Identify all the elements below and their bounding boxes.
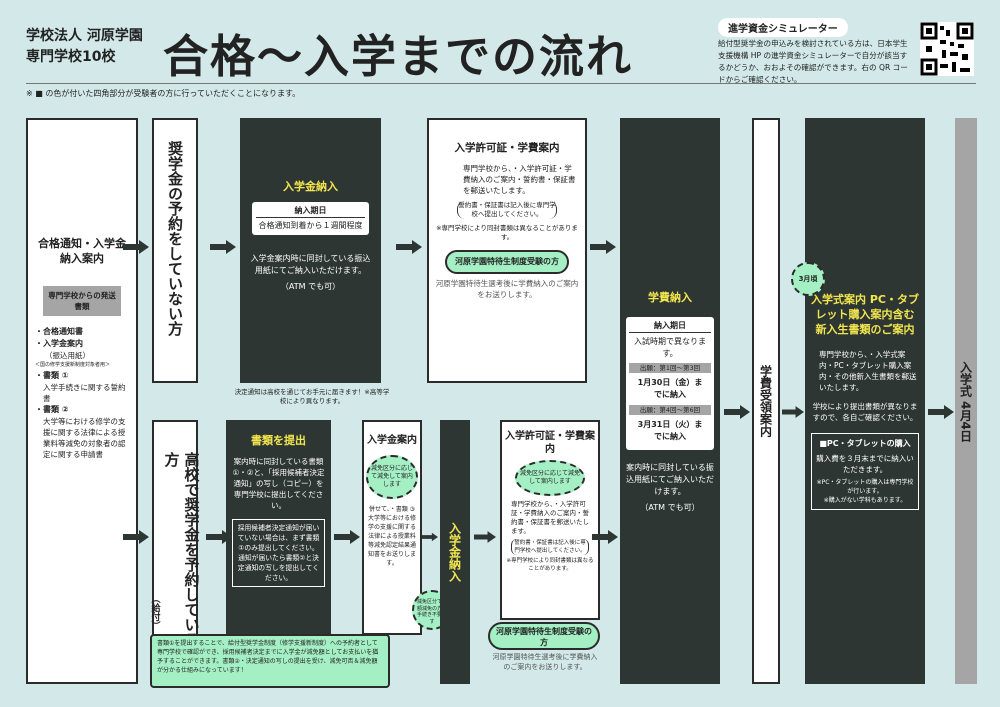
- col7-body: 専門学校から、・入学式案内・PC・タブレット購入案内・その他新入生書類を郵送いた…: [819, 350, 917, 392]
- col2-top-text: 奨学金の予約をしていない方: [166, 140, 184, 336]
- col5-exam1-date: 1月30日（金）までに納入: [637, 378, 703, 399]
- col3-deadline-text: 合格通知到着から１週間程度: [258, 221, 363, 230]
- col7-title: 入学式案内 PC・タブレット購入案内含む新入生書類のご案内: [811, 293, 919, 336]
- col6-box: 学費受領案内: [752, 118, 780, 684]
- simulator-text: 給付型奨学金の申込みを検討されている方は、日本学生支援機構 HP の進学資金シミ…: [718, 39, 908, 84]
- col3-top-atm: （ATM でも可）: [280, 282, 341, 291]
- col6-vertical: 学費受領案内: [758, 365, 773, 437]
- col4-bottom-a-body: 併せて、・書類 ③ 大学等における修学の支援に関する法律による授業料等減免認定結…: [367, 506, 416, 567]
- col7-pc-box: ■PC・タブレットの購入 購入費を３月末までに納入いただきます。 ※PC・タブレ…: [811, 433, 919, 510]
- arrow-right-icon: [206, 530, 232, 544]
- header-divider: [26, 83, 976, 84]
- col5-atm: （ATM でも可）: [640, 503, 700, 512]
- col7-badge: 3月頃: [791, 262, 825, 296]
- col1-item-0: ・合格通知書: [35, 327, 83, 336]
- col4-bottom-c-body: 専門学校から、・入学許可証・学費納入のご案内・誓約書・保証書を郵送いたします。: [511, 500, 589, 535]
- col3-bottom-box: 書類を提出 案内時に同封している書類 ①・②と、「採用候補者決定通知」の写し（コ…: [226, 420, 331, 635]
- arrow-right-icon: [928, 405, 954, 419]
- col1-title: 合格通知・入学金納入案内: [38, 237, 126, 265]
- arrow-right-icon: [210, 240, 236, 254]
- arrow-right-icon: [123, 240, 149, 254]
- col7-pc-title: ■PC・タブレットの購入: [819, 439, 911, 448]
- col4-bottom-green-title: 河原学園特待生制度受験の方: [488, 622, 600, 650]
- col1-item-1: ・入学金案内: [35, 339, 83, 348]
- col4-bottom-b-box: 入学金納入: [440, 420, 470, 684]
- col4-top-green-title: 河原学園特待生制度受験の方: [455, 257, 559, 266]
- page-title: 合格〜入学までの流れ: [163, 30, 634, 83]
- col8-box: 入学式 4月4日: [955, 118, 977, 684]
- col7-note: 学校により提出書類が異なりますので、各自ご確認ください。: [812, 402, 918, 422]
- col4-bottom-b-vertical: 入学金納入: [447, 522, 462, 582]
- col5-deadline-text: 入試時期で異なります。: [634, 337, 706, 358]
- col4-bottom-a-box: 入学金案内 減免区分に応じて減免して案内します 併せて、・書類 ③ 大学等におけ…: [362, 420, 422, 635]
- org-line-1: 学校法人 河原学園: [26, 28, 143, 44]
- col3-deadline-label: 納入期日: [256, 205, 365, 218]
- col4-top-green-body: 河原学園特待生選考後に学費納入のご案内をお送りします。: [435, 279, 579, 299]
- col5-box: 学費納入 納入期日 入試時期で異なります。 出願：第1回〜第3回 1月30日（金…: [620, 118, 720, 684]
- col7-box: 入学式案内 PC・タブレット購入案内含む新入生書類のご案内 専門学校から、・入学…: [805, 118, 925, 684]
- arrow-right-icon: [396, 240, 422, 254]
- col4-bottom-a-burst: 減免区分に応じて減免して案内します: [366, 455, 418, 499]
- col2-bottom-sub: （給付）: [149, 594, 160, 630]
- organization-name: 学校法人 河原学園 専門学校10校: [26, 26, 161, 68]
- col7-pc-note2: ※購入がない学科もあります。: [823, 497, 907, 504]
- col1-acceptance-box: 合格通知・入学金納入案内 専門学校からの発送書類 ・合格通知書 ・入学金案内 （…: [26, 118, 138, 684]
- arrow-right-icon: [334, 530, 360, 544]
- col1-item-2: （振込用紙）: [45, 351, 90, 360]
- col5-title: 学費納入: [648, 291, 692, 304]
- col4-top-body: 専門学校から、・入学許可証・学費納入のご案内・誓約書・保証書を郵送いたします。: [463, 164, 576, 195]
- col5-exam2-date: 3月31日（火）までに納入: [637, 420, 703, 441]
- arrow-right-icon: [422, 530, 438, 544]
- arrow-right-icon: [724, 405, 750, 419]
- col4-bottom-c-burst: 減免区分に応じて減免して案内します: [515, 460, 585, 496]
- col1-badge: 専門学校からの発送書類: [43, 286, 121, 316]
- col4-top-note: ※専門学校により同封書類は異なることがあります。: [436, 224, 578, 241]
- arrow-right-icon: [782, 405, 804, 419]
- col1-item-3: ＜国の修学支援新制度対象者用＞: [35, 362, 111, 368]
- simulator-title: 進学資金シミュレーター: [718, 18, 848, 37]
- col1-item-4: ・書類 ①: [35, 371, 69, 380]
- col4-bottom-c-box: 入学許可証・学費案内 減免区分に応じて減免して案内します 専門学校から、・入学許…: [500, 420, 600, 620]
- col5-deadline-box: 納入期日 入試時期で異なります。 出願：第1回〜第3回 1月30日（金）までに納…: [626, 317, 714, 450]
- col2-bottom-box: 高校で奨学金を予約している方 （給付）: [149, 420, 201, 684]
- col1-item-7: 大学等における修学の支援に関する法律による授業料等減免の対象者の認定に関する申請…: [43, 417, 126, 459]
- col7-pc-body: 購入費を３月末までに納入いただきます。: [816, 454, 914, 474]
- qr-code-icon[interactable]: [920, 22, 974, 76]
- col4-top-green-title-box: 河原学園特待生制度受験の方: [445, 250, 569, 274]
- col4-bottom-c-title: 入学許可証・学費案内: [505, 431, 595, 455]
- col4-top-title: 入学許可証・学費案内: [454, 142, 560, 154]
- col3-top-title: 入学金納入: [283, 180, 338, 193]
- col1-item-6: ・書類 ②: [35, 405, 69, 414]
- col4-bottom-c-note: ※専門学校により同封書類は異なることがあります。: [506, 558, 594, 572]
- arrow-right-icon: [474, 530, 496, 544]
- col4-top-box: 入学許可証・学費案内 専門学校から、・入学許可証・学費納入のご案内・誓約書・保証…: [427, 118, 587, 383]
- arrow-right-icon: [590, 240, 616, 254]
- col3-deadline-box: 納入期日 合格通知到着から１週間程度: [252, 202, 369, 235]
- col5-deadline-label: 納入期日: [629, 320, 711, 333]
- col3-top-box: 入学金納入 納入期日 合格通知到着から１週間程度 入学金案内時に同封している振込…: [240, 118, 381, 383]
- col3-note-above: 決定通知は高校を通じてお手元に届きます！※高等学校により異なります。: [234, 388, 390, 405]
- arrow-right-icon: [592, 530, 618, 544]
- col2-bottom-text: 高校で奨学金を予約している方: [162, 452, 201, 647]
- col4-bottom-c-bracket: 誓約書・保証書は記入後に専門学校へ提出してください。: [511, 539, 589, 555]
- col5-body: 案内時に同封している振込用紙にてご納入いただけます。: [626, 463, 714, 496]
- col3-green-note: 書類①を提出することで、給付型奨学金制度（修学支援新制度）への予約者として専門学…: [150, 634, 390, 688]
- col5-exam2-label: 出願：第4回〜第6回: [629, 405, 711, 415]
- col3-bottom-title: 書類を提出: [251, 434, 306, 447]
- col3-bottom-body: 案内時に同封している書類 ①・②と、「採用候補者決定通知」の写し（コピー）を専門…: [232, 457, 325, 510]
- header-note: ※ ■ の色が付いた四角部分が受験者の方に行っていただくことになります。: [26, 89, 301, 98]
- col4-top-bracket: 誓約書・保証書は記入後に専門学校へ提出してください。: [457, 201, 557, 219]
- col3-inner-note: 採用候補者決定通知が届いていない場合は、まず書類 ①のみ提出してください。通知が…: [232, 519, 325, 587]
- col8-vertical: 入学式 4月4日: [958, 360, 973, 442]
- col2-top-box: 奨学金の予約をしていない方: [152, 118, 198, 383]
- col3-top-body: 入学金案内時に同封している振込用紙にてご納入いただけます。: [250, 254, 371, 275]
- col5-exam1-label: 出願：第1回〜第3回: [629, 363, 711, 373]
- org-line-2: 専門学校10校: [26, 49, 116, 65]
- col1-item-5: 入学手続きに関する誓約書: [43, 383, 126, 403]
- arrow-right-icon: [123, 530, 149, 544]
- col7-pc-note1: ※PC・タブレットの購入は専門学校が行います。: [816, 479, 914, 495]
- col4-bottom-green-body: 河原学園特待生選考後に学費納入のご案内をお送りします。: [492, 653, 598, 671]
- col4-bottom-a-title: 入学金案内: [367, 435, 417, 446]
